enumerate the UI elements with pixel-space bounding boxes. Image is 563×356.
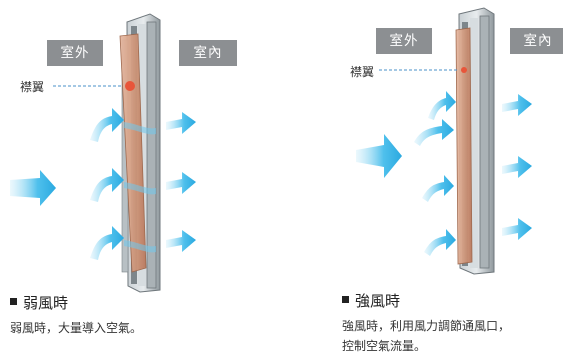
indoor-arrows [502,94,532,240]
outdoor-label: 室外 [376,28,432,54]
indoor-arrows [166,112,196,252]
weak-wind-heading: 弱風時 [10,292,68,313]
weak-wind-diagram [10,13,196,293]
description-line: 控制空氣流量。 [342,339,427,353]
heading-text: 弱風時 [23,294,69,312]
heading-text: 強風時 [355,292,401,310]
flap-label: 襟翼 [350,65,375,79]
bullet-square-icon [10,298,17,305]
flap-label: 襟翼 [20,80,45,94]
flap-pivot-dot [125,81,135,91]
inflow-arrow-large [10,170,56,206]
flap [119,33,147,273]
flap [455,27,473,265]
weak-wind-panel: 室外 室內 襟翼 弱風時 弱風時，大量導入空氣。 [0,0,281,350]
outdoor-curved-arrows [414,91,456,256]
through-flow [124,122,156,253]
outdoor-label: 室外 [47,40,103,66]
indoor-label: 室內 [179,40,237,66]
strong-wind-description: 強風時，利用風力調節通風口， 控制空氣流量。 [342,316,510,356]
inflow-arrow-large [356,134,402,178]
outdoor-curved-arrows [90,108,124,260]
flap-pivot-dot [461,67,467,73]
weak-wind-description: 弱風時，大量導入空氣。 [10,318,142,338]
description-line: 弱風時，大量導入空氣。 [10,321,143,335]
bullet-square-icon [342,296,349,303]
description-line: 強風時，利用風力調節通風口， [342,319,511,333]
indoor-label: 室內 [510,28,563,54]
strong-wind-diagram [356,7,532,275]
strong-wind-heading: 強風時 [342,290,400,311]
strong-wind-panel: 室外 室內 襟翼 強風時 強風時，利用風力調節通風口， 控制空氣流量。 [282,0,563,353]
